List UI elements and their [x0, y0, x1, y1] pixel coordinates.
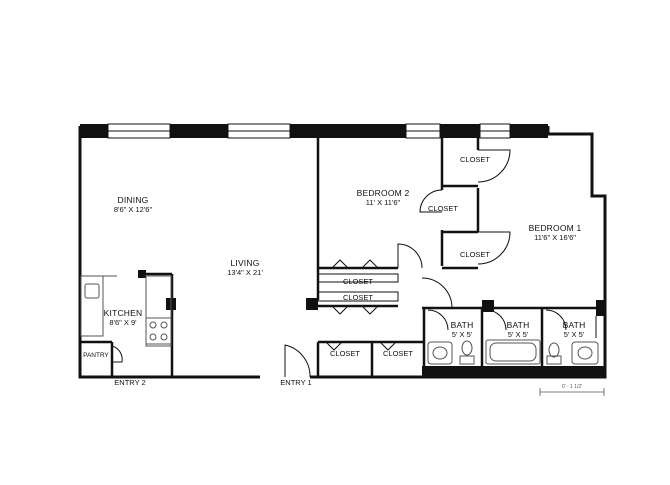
closet-top: CLOSET — [459, 155, 490, 164]
scale-note: 0' - 1 1/2' — [561, 384, 583, 390]
door-swing-entry-1 — [284, 344, 311, 378]
bifold-door — [325, 341, 343, 351]
vanity-icon — [571, 341, 599, 365]
burner — [160, 321, 168, 329]
room-kitchen: KITCHEN 8'6" X 9' — [100, 308, 146, 327]
toilet-tank-icon — [546, 355, 562, 365]
closet-bottom-left: CLOSET — [329, 349, 360, 358]
door-swing-closet-lower — [477, 231, 511, 265]
bifold-door — [379, 341, 397, 351]
top-wall-segment — [80, 124, 108, 138]
sink-icon — [577, 346, 593, 360]
closet-rod — [317, 273, 399, 283]
door-swing-entry-2 — [111, 345, 123, 363]
wall-stub — [306, 298, 318, 310]
sink-icon — [432, 346, 448, 360]
room-dimensions: 5' X 5' — [507, 329, 529, 339]
room-name: BATH — [450, 320, 474, 330]
closet-rod — [317, 291, 399, 302]
room-dimensions: 11'6" X 16'6" — [534, 232, 576, 242]
bifold-door — [331, 259, 349, 269]
bifold-door — [361, 259, 379, 269]
door-swing-hall — [421, 277, 453, 309]
toilet-icon — [548, 342, 560, 358]
toilet-icon — [461, 340, 473, 356]
room-name: BATH — [562, 320, 586, 330]
room-name: DINING — [117, 195, 149, 205]
room-living: LIVING 13'4" X 21' — [210, 258, 280, 277]
top-wall-segment — [170, 124, 228, 138]
interior-walls — [80, 138, 600, 377]
top-wall-segment — [440, 124, 480, 138]
room-bath-b: BATH 5' X 5' — [496, 320, 540, 339]
doors — [111, 149, 597, 378]
counter-left — [80, 275, 104, 337]
room-bath-c: BATH 5' X 5' — [552, 320, 596, 339]
top-wall-segment — [290, 124, 406, 138]
stove-icon — [145, 317, 172, 345]
room-name: LIVING — [230, 258, 260, 268]
closet-middle: CLOSET — [427, 204, 458, 213]
outer-wall-left — [78, 126, 260, 379]
room-dimensions: 8'6" X 12'6" — [113, 204, 153, 214]
room-dimensions: 11' X 11'6" — [365, 197, 401, 207]
bathtub-inner — [489, 342, 537, 362]
vanity-icon — [427, 341, 453, 365]
scale-bar — [539, 388, 605, 396]
bifold-doors — [317, 259, 399, 351]
closet-bottom-right: CLOSET — [382, 349, 413, 358]
entry-2-label: ENTRY 2 — [114, 378, 146, 387]
top-wall — [80, 124, 548, 138]
top-wall-segment — [510, 124, 548, 138]
bifold-door — [331, 305, 349, 315]
room-dimensions: 5' X 5' — [451, 329, 473, 339]
burner — [149, 321, 157, 329]
burner — [149, 333, 157, 341]
entry-1-label: ENTRY 1 — [280, 378, 312, 387]
door-swing-bath-c — [545, 309, 567, 331]
door-swing-bedroom2 — [397, 243, 423, 269]
windows — [107, 123, 511, 139]
sink-icon — [84, 283, 100, 299]
bathtub-icon — [485, 339, 541, 365]
toilet-tank-icon — [459, 355, 475, 365]
closet-hall-lower: CLOSET — [342, 293, 373, 302]
wall-stub — [482, 300, 494, 312]
door-swing-bath-b — [485, 309, 507, 331]
bath-fixtures — [427, 339, 599, 365]
door-swing-closet-mid — [419, 189, 443, 213]
wall-stub — [596, 300, 606, 316]
door-swing-bath-a — [427, 309, 449, 331]
wall-stub — [422, 366, 606, 377]
room-bath-a: BATH 5' X 5' — [440, 320, 484, 339]
room-name: BATH — [506, 320, 530, 330]
room-dimensions: 8'6" X 9' — [109, 317, 137, 327]
closet-lower: CLOSET — [459, 250, 490, 259]
room-dimensions: 5' X 5' — [563, 329, 585, 339]
room-name: BEDROOM 1 — [528, 223, 582, 233]
room-pantry: PANTRY — [83, 352, 109, 359]
closet-hall-upper: CLOSET — [342, 277, 373, 286]
burner — [160, 333, 168, 341]
room-name: KITCHEN — [103, 308, 143, 318]
kitchen-fixtures — [80, 275, 172, 347]
wall-stub — [138, 270, 146, 278]
bifold-door — [361, 305, 379, 315]
counter-right — [145, 275, 172, 347]
door-swing-closet-top — [477, 149, 511, 183]
room-dimensions: 13'4" X 21' — [227, 267, 263, 277]
room-dining: DINING 8'6" X 12'6" — [98, 195, 168, 214]
room-name: BEDROOM 2 — [356, 188, 410, 198]
room-bedroom-1: BEDROOM 1 11'6" X 16'6" — [515, 223, 595, 242]
room-bedroom-2: BEDROOM 2 11' X 11'6" — [345, 188, 421, 207]
